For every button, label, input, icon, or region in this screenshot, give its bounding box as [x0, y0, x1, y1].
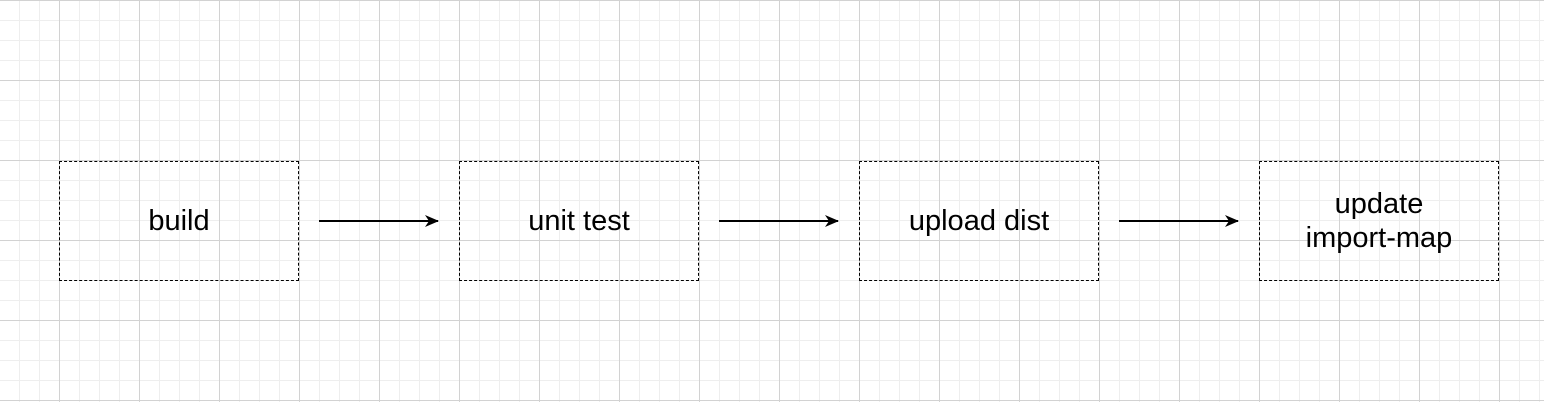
node-build[interactable]: build — [59, 161, 299, 281]
node-update-import-map-label: update import-map — [1306, 187, 1453, 255]
node-update-import-map-label-line-2: import-map — [1305, 222, 1453, 254]
node-build-label: build — [148, 205, 210, 237]
node-unit-test[interactable]: unit test — [459, 161, 699, 281]
node-update-import-map[interactable]: update import-map — [1259, 161, 1499, 281]
node-unit-test-label: unit test — [528, 205, 630, 237]
node-upload-dist-label: upload dist — [908, 205, 1050, 237]
node-upload-dist[interactable]: upload dist — [859, 161, 1099, 281]
node-update-import-map-label-line-1: update — [1334, 188, 1424, 220]
